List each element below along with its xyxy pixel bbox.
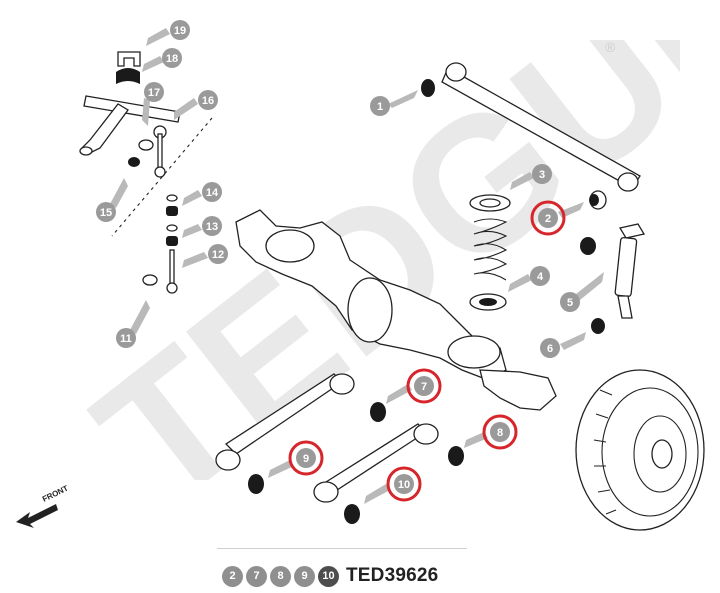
front-direction-indicator: FRONT (16, 484, 70, 528)
callout-14-number: 14 (206, 187, 219, 199)
stabilizer-bracket (116, 51, 141, 84)
callout-6-number: 6 (547, 343, 553, 355)
callout-group: 1 2 3 4 5 6 (96, 20, 604, 504)
callout-7-highlight (406, 368, 442, 404)
callout-5: 5 (560, 272, 604, 312)
callout-11-number: 11 (120, 333, 132, 345)
upper-control-arm (421, 62, 641, 210)
part-chip-10: 10 (318, 565, 339, 587)
callout-8-highlight (482, 414, 518, 450)
callout-4-number: 4 (537, 271, 544, 283)
callout-9-highlight (288, 440, 324, 476)
rear-axle-housing (235, 209, 557, 411)
callout-11: 11 (116, 300, 150, 348)
part-chip-7: 7 (246, 565, 267, 587)
callout-17-number: 17 (148, 87, 160, 99)
part-code-row: 2 7 8 9 10 TED39626 (222, 565, 438, 587)
callout-16: 16 (174, 90, 218, 120)
callout-2: 2 (530, 200, 584, 236)
callout-7: 7 (386, 368, 442, 404)
wheel (575, 369, 705, 531)
part-code: TED39626 (346, 565, 439, 586)
coil-spring (469, 194, 511, 311)
callout-2-highlight (530, 200, 566, 236)
callout-10-highlight (386, 466, 422, 502)
part-chip-8: 8 (270, 565, 291, 587)
callout-8-number: 8 (497, 427, 503, 439)
callout-9: 9 (268, 440, 324, 478)
callout-3: 3 (510, 164, 552, 190)
callout-15-number: 15 (100, 207, 112, 219)
part-chip-2: 2 (222, 565, 243, 587)
callout-13: 13 (182, 216, 222, 238)
callout-3-number: 3 (539, 169, 545, 181)
callout-18-number: 18 (166, 53, 178, 65)
stabilizer-link-lower (142, 194, 178, 294)
divider-line (217, 548, 467, 549)
callout-1-number: 1 (377, 101, 383, 113)
callout-18: 18 (142, 48, 182, 72)
stabilizer-link (128, 125, 167, 178)
callout-5-number: 5 (567, 297, 573, 309)
lower-control-arm-front (215, 373, 386, 494)
callout-8: 8 (464, 414, 518, 450)
callout-15: 15 (96, 178, 128, 222)
callout-4: 4 (508, 266, 550, 292)
callout-6: 6 (540, 332, 586, 358)
callout-2-number: 2 (545, 213, 551, 225)
callout-19: 19 (146, 20, 190, 46)
front-label: FRONT (41, 484, 70, 504)
callout-16-number: 16 (202, 95, 214, 107)
callout-13-number: 13 (206, 221, 218, 233)
shock-absorber (580, 223, 646, 334)
lower-control-arm-rear (313, 423, 464, 524)
callout-1: 1 (370, 90, 418, 116)
callout-7-number: 7 (421, 381, 427, 393)
part-chip-9: 9 (294, 565, 315, 587)
callout-14: 14 (182, 182, 222, 206)
callout-10: 10 (364, 466, 422, 504)
callout-12: 12 (182, 244, 228, 268)
callout-10-number: 10 (398, 479, 410, 491)
callout-19-number: 19 (174, 25, 186, 37)
callout-17: 17 (142, 82, 164, 126)
callout-9-number: 9 (303, 453, 309, 465)
callout-12-number: 12 (212, 249, 224, 261)
